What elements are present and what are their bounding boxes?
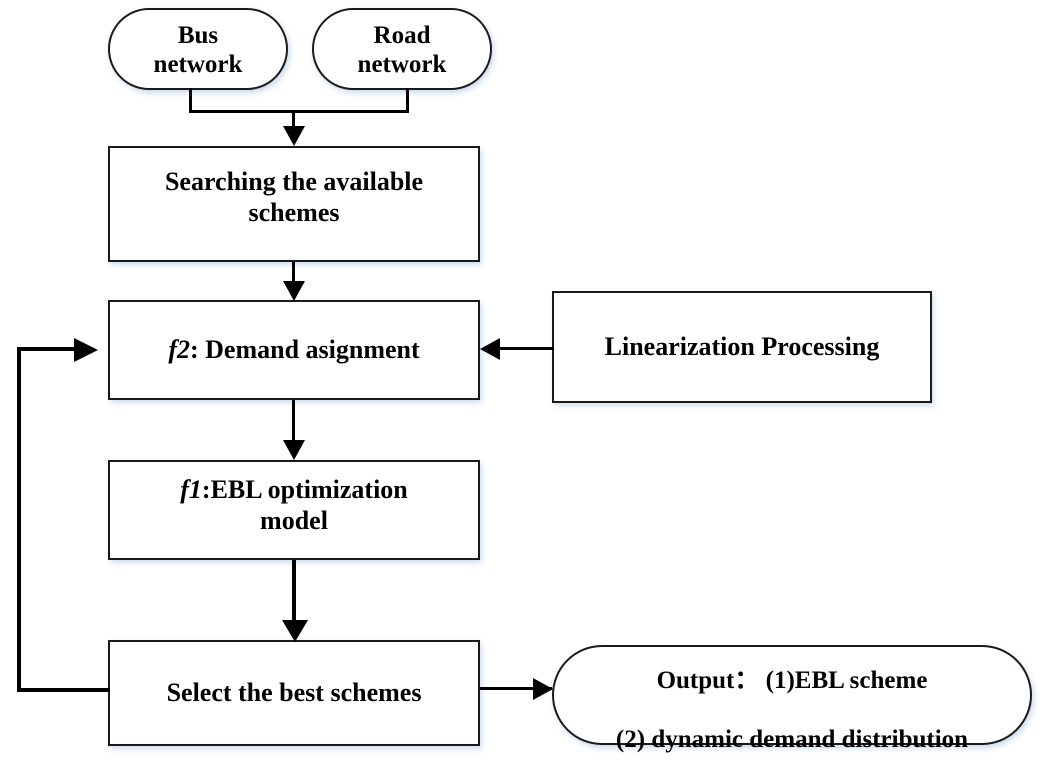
edge-searching-to-demand-line xyxy=(292,262,295,287)
node-ebl-optimization-text: :EBL optimization model xyxy=(201,475,408,535)
edge-select-to-output-arrowhead xyxy=(533,678,553,700)
edge-feedback-bottom-segment xyxy=(17,688,110,692)
edge-junction-bar xyxy=(189,110,409,113)
node-output-line1: Output： (1)EBL scheme xyxy=(656,666,928,694)
node-ebl-optimization-model-label: f1:EBL optimization model xyxy=(110,475,478,536)
node-output-line2: (2) dynamic demand distribution xyxy=(615,725,969,753)
node-searching-schemes-label: Searching the available schemes xyxy=(164,167,424,227)
edge-searching-to-demand-arrowhead xyxy=(283,281,305,301)
node-select-best-schemes-label: Select the best schemes xyxy=(166,677,422,707)
node-demand-assignment-function: f2 xyxy=(168,334,190,364)
node-output[interactable]: Output： (1)EBL scheme (2) dynamic demand… xyxy=(552,645,1032,753)
node-ebl-optimization-function: f1 xyxy=(180,475,202,504)
edge-junction-to-searching-line xyxy=(292,110,295,132)
node-demand-assignment[interactable]: f2: Demand asignment xyxy=(108,300,480,400)
edge-feedback-arrowhead xyxy=(74,338,98,362)
edge-ebl-to-select-arrowhead xyxy=(282,620,308,642)
edge-road-to-junction-stub xyxy=(406,88,409,113)
node-demand-assignment-label: f2: Demand asignment xyxy=(110,335,478,366)
node-output-label: Output： (1)EBL scheme (2) dynamic demand… xyxy=(554,636,1030,754)
edge-demand-to-ebl-line xyxy=(292,400,295,443)
node-road-network-label: Road network xyxy=(357,21,447,79)
node-road-network[interactable]: Road network xyxy=(312,8,492,90)
edge-demand-to-ebl-arrowhead xyxy=(283,440,305,460)
edge-feedback-vertical-segment xyxy=(17,347,21,692)
edge-linearization-to-demand-arrowhead xyxy=(480,338,500,360)
node-bus-network[interactable]: Bus network xyxy=(108,8,288,90)
edge-junction-to-searching-arrowhead xyxy=(283,126,305,146)
edge-linearization-to-demand-line xyxy=(498,347,554,350)
node-linearization-processing[interactable]: Linearization Processing xyxy=(552,291,932,403)
node-searching-schemes[interactable]: Searching the available schemes xyxy=(108,146,480,262)
edge-select-to-output-line xyxy=(480,687,552,690)
node-linearization-processing-label: Linearization Processing xyxy=(604,331,880,361)
edge-ebl-to-select-line xyxy=(292,560,296,628)
node-bus-network-label: Bus network xyxy=(153,21,243,79)
node-select-best-schemes[interactable]: Select the best schemes xyxy=(108,640,480,746)
edge-feedback-top-segment xyxy=(17,347,79,351)
node-ebl-optimization-model[interactable]: f1:EBL optimization model xyxy=(108,460,480,560)
node-demand-assignment-text: : Demand asignment xyxy=(190,334,420,364)
edge-bus-to-junction-stub xyxy=(189,88,192,113)
